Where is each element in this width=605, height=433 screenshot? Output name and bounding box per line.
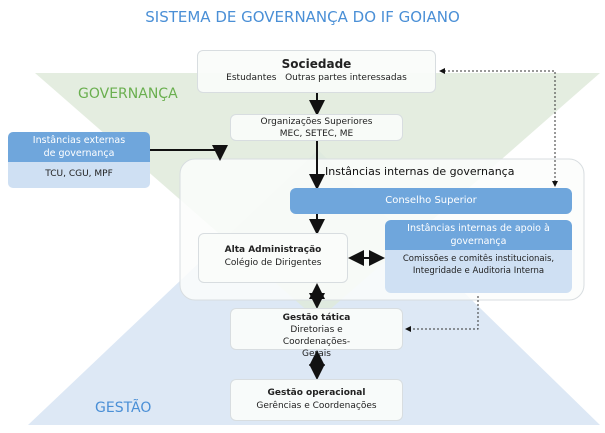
conselho-superior-box: Conselho Superior — [290, 188, 572, 214]
diagram-title: SISTEMA DE GOVERNANÇA DO IF GOIANO — [145, 8, 460, 26]
gestao-tatica-box: Gestão tática Diretorias e Coordenações-… — [230, 308, 403, 359]
gestao-operacional-box: Gestão operacional Gerências e Coordenaç… — [230, 379, 403, 421]
sociedade-title: Sociedade — [281, 57, 352, 71]
governanca-label: GOVERNANÇA — [78, 86, 178, 102]
sociedade-box: Sociedade Estudantes Outras partes inter… — [197, 50, 436, 93]
alta-admin-sub: Colégio de Dirigentes — [224, 258, 322, 268]
apoio-box: Instâncias internas de apoio à governanç… — [385, 220, 572, 293]
apoio-sub: Comissões e comitês institucionais, Inte… — [385, 250, 572, 293]
gestao-label: GESTÃO — [95, 400, 152, 416]
sociedade-item: Outras partes interessadas — [285, 73, 407, 83]
gestao-tatica-sub: Diretorias e Coordenações-Gerais — [282, 325, 351, 359]
org-superiores-sub: MEC, SETEC, ME — [279, 129, 354, 139]
alta-admin-title: Alta Administração — [224, 245, 322, 255]
org-superiores-box: Organizações Superiores MEC, SETEC, ME — [230, 114, 403, 141]
gestao-tatica-title: Gestão tática — [282, 313, 351, 323]
apoio-title: Instâncias internas de apoio à governanç… — [385, 220, 572, 250]
gestao-operacional-title: Gestão operacional — [267, 388, 366, 398]
externas-box: Instâncias externas de governança TCU, C… — [8, 132, 150, 188]
externas-sub: TCU, CGU, MPF — [8, 162, 150, 188]
internas-title: Instâncias internas de governança — [325, 165, 515, 178]
org-superiores-title: Organizações Superiores — [260, 117, 373, 127]
alta-administracao-box: Alta Administração Colégio de Dirigentes — [198, 233, 348, 283]
sociedade-item: Estudantes — [226, 73, 277, 83]
externas-title: Instâncias externas de governança — [8, 132, 150, 162]
gestao-operacional-sub: Gerências e Coordenações — [256, 401, 377, 411]
